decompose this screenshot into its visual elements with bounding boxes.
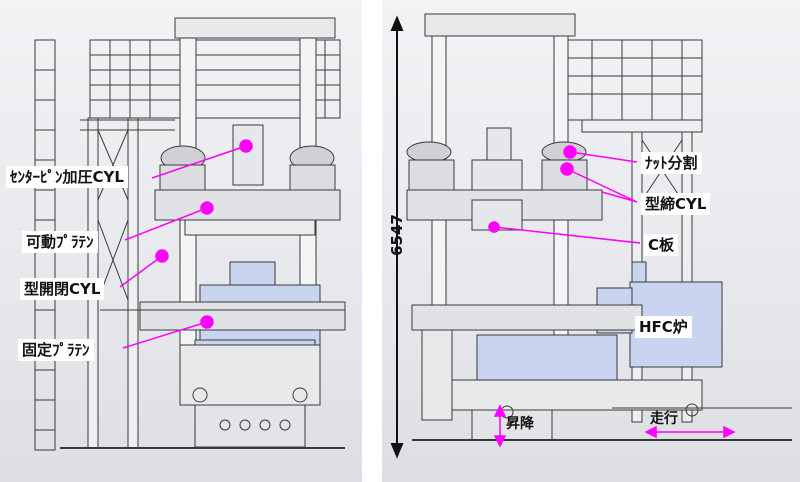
left-machine-drawing — [34, 17, 346, 451]
c-plate-label: C板 — [644, 234, 679, 256]
center-pin-cylinder — [232, 124, 264, 186]
fixed-platen-label: 固定ﾌﾟﾗﾃﾝ — [18, 339, 94, 361]
movable-platen-label: 可動ﾌﾟﾗﾃﾝ — [22, 231, 98, 253]
mold-open-close-cylinder-label: 型開閉CYL — [20, 278, 105, 300]
left-callout-lines — [119, 139, 253, 349]
lift-motion-label: 昇降 — [506, 416, 534, 432]
fixed-platen-shape — [139, 301, 346, 331]
safety-railing — [89, 39, 341, 119]
safety-railing-right — [561, 39, 703, 121]
right-callout-lines — [488, 145, 736, 448]
left-machine-view: ｾﾝﾀｰﾋﾟﾝ加圧CYL 可動ﾌﾟﾗﾃﾝ 型開閉CYL 固定ﾌﾟﾗﾃﾝ — [0, 0, 362, 482]
top-crosshead — [174, 17, 336, 39]
movable-platen-shape — [154, 189, 341, 221]
hfc-furnace-label: HFC炉 — [635, 316, 692, 338]
center-pin-cylinder-label: ｾﾝﾀｰﾋﾟﾝ加圧CYL — [6, 166, 128, 188]
top-crosshead-right — [424, 13, 576, 37]
nut-split-label: ﾅｯﾄ分割 — [641, 152, 702, 174]
mold-clamp-cylinder-label: 型締CYL — [641, 193, 711, 215]
height-dimension-value: 6547 — [387, 214, 406, 256]
height-dimension-line — [390, 15, 404, 459]
travel-motion-label: 走行 — [650, 411, 678, 427]
right-machine-view: 6547 ﾅｯﾄ分割 型締CYL C板 HFC炉 昇降 走行 — [382, 0, 800, 482]
right-machine-drawing — [390, 13, 792, 459]
